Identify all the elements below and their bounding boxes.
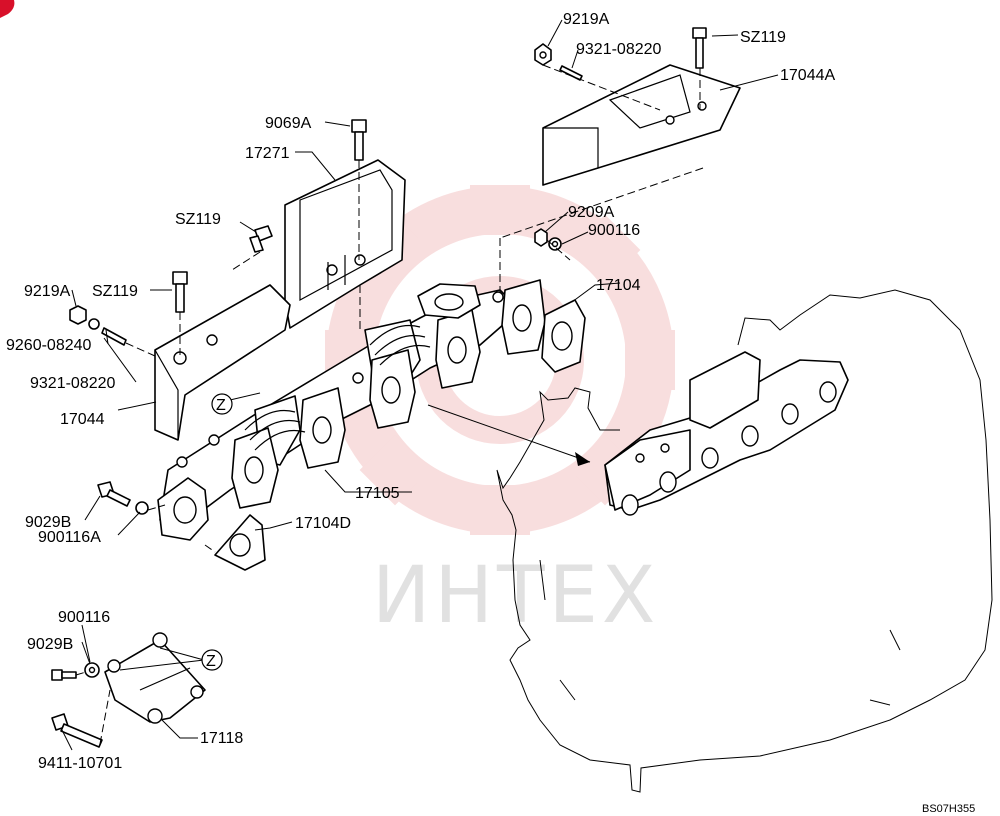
part-labels: 9219A 9321-08220 SZ119 17044A 9069A 1727… bbox=[6, 11, 835, 772]
label-SZ119-left: SZ119 bbox=[92, 283, 138, 300]
label-17105: 17105 bbox=[355, 485, 400, 502]
label-900116-lower: 900116 bbox=[58, 609, 110, 626]
exhaust-manifold-17105 bbox=[157, 279, 546, 541]
inlet-flange-17104D-seat bbox=[157, 477, 209, 541]
label-SZ119-mid: SZ119 bbox=[175, 211, 221, 228]
fasteners bbox=[51, 27, 707, 748]
label-900116-mid: 900116 bbox=[588, 222, 640, 239]
turbo-flange bbox=[417, 283, 481, 319]
label-900116A: 900116A bbox=[38, 529, 101, 546]
label-9209A: 9209A bbox=[568, 204, 615, 221]
drawing-code: BS07H355 bbox=[922, 803, 975, 815]
heat-shield-17044 bbox=[154, 284, 291, 441]
label-17104D: 17104D bbox=[295, 515, 351, 532]
installed-flanges bbox=[621, 381, 837, 516]
label-9029B-upper: 9029B bbox=[25, 514, 71, 531]
svg-text:Z: Z bbox=[206, 653, 216, 670]
label-17271: 17271 bbox=[245, 145, 290, 162]
gasket-17104 bbox=[541, 299, 586, 373]
label-9219A-top: 9219A bbox=[563, 11, 610, 28]
label-9069A: 9069A bbox=[265, 115, 312, 132]
label-17044A: 17044A bbox=[780, 67, 835, 84]
alignment-lines bbox=[75, 64, 704, 745]
label-9411-10701: 9411-10701 bbox=[38, 755, 122, 772]
gasket-17104D bbox=[214, 514, 266, 571]
installed-manifold bbox=[604, 351, 849, 516]
label-9321-08220-top: 9321-08220 bbox=[576, 41, 662, 58]
label-9029B-lower: 9029B bbox=[27, 636, 73, 653]
svg-text:Z: Z bbox=[216, 397, 226, 414]
label-9321-08220-left: 9321-08220 bbox=[30, 375, 116, 392]
manifold-ports bbox=[231, 279, 546, 509]
bracket-17118 bbox=[104, 632, 206, 724]
heat-shield-17044A bbox=[542, 64, 741, 186]
leader-lines bbox=[61, 19, 779, 751]
install-arrow bbox=[427, 404, 591, 466]
label-9219A-left: 9219A bbox=[24, 283, 71, 300]
watermark-text: ИНТЕХ bbox=[372, 551, 659, 641]
corner-mark bbox=[0, 0, 15, 18]
engine-outline bbox=[496, 289, 993, 793]
reference-marker-z-lower: Z bbox=[201, 649, 223, 671]
label-17118: 17118 bbox=[200, 730, 243, 747]
label-SZ119-top: SZ119 bbox=[740, 29, 786, 46]
reference-marker-z-upper: Z bbox=[211, 393, 233, 415]
bellows bbox=[244, 324, 431, 451]
label-17104: 17104 bbox=[596, 277, 641, 294]
label-17044: 17044 bbox=[60, 411, 105, 428]
label-9260-08240: 9260-08240 bbox=[6, 337, 92, 354]
